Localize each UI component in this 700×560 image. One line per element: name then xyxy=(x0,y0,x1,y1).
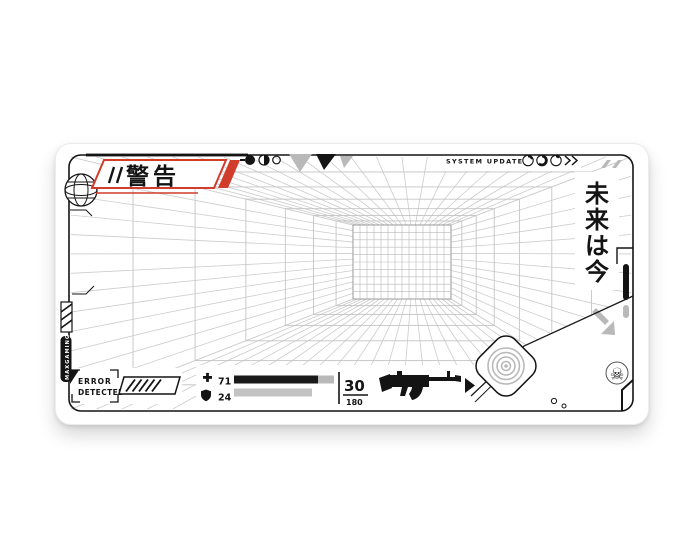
future-char: 来 xyxy=(585,206,610,234)
triangle-marker xyxy=(465,378,475,393)
error-line1: ERROR xyxy=(78,377,112,386)
frame xyxy=(68,153,634,412)
globe-icon xyxy=(64,173,98,217)
loading-bar xyxy=(117,376,182,395)
future-char: 未 xyxy=(585,180,609,208)
warning-banner: 警告 xyxy=(90,154,281,194)
brand-strip: MAXGAMING xyxy=(60,334,72,382)
left-decor: MAXGAMING xyxy=(60,285,95,382)
future-char: は xyxy=(585,232,609,260)
slash-decor xyxy=(601,160,611,168)
future-char: 今 xyxy=(585,258,609,286)
health-bar-tail xyxy=(318,375,334,384)
status-dot-filled xyxy=(245,155,255,165)
bracket-frame xyxy=(71,369,119,403)
error-block: ERROR DETECTED xyxy=(70,369,182,403)
ak47-icon xyxy=(379,371,461,400)
hud: 71 24 30 180 xyxy=(201,371,475,407)
hazard-stripes xyxy=(60,301,73,333)
chevron-right-icon xyxy=(571,155,579,166)
brand-vertical-label: MAXGAMING xyxy=(65,334,71,380)
grid-masks xyxy=(70,151,633,411)
health-bar xyxy=(234,375,318,384)
chevron-right-icon xyxy=(564,155,572,166)
skull-icon: ☠ xyxy=(605,361,629,385)
svg-text:☠: ☠ xyxy=(610,365,624,384)
dot-decor xyxy=(561,403,567,409)
plus-icon xyxy=(203,372,212,382)
ammo-current: 30 xyxy=(344,377,365,395)
gauge-dial-icon xyxy=(522,154,534,167)
slash-decor xyxy=(612,160,622,168)
gauge-dial-icon xyxy=(536,154,548,167)
armor-bar xyxy=(234,388,312,397)
dot-decor xyxy=(550,397,558,405)
ammo-reserve: 180 xyxy=(346,398,363,407)
status-dot-empty xyxy=(272,155,281,165)
bar-accent-black xyxy=(623,264,629,300)
warning-label: 警告 xyxy=(126,164,180,190)
gauge-dial-icon xyxy=(550,154,562,167)
bar-accent-gray xyxy=(623,305,629,318)
mousepad: 警告 SYSTEM UPDATE xyxy=(55,143,649,425)
system-status: SYSTEM UPDATE xyxy=(446,154,622,168)
bottom-right-decor: ☠ xyxy=(470,295,634,409)
mousepad-artwork: 警告 SYSTEM UPDATE xyxy=(60,151,634,412)
top-flag-decor xyxy=(289,154,353,172)
future-vertical-text: 未 来 は 今 xyxy=(585,180,610,286)
health-value: 71 xyxy=(218,377,231,388)
error-line2: DETECTED xyxy=(78,388,125,397)
armor-value: 24 xyxy=(218,393,232,404)
spiral-target-icon xyxy=(475,335,537,397)
shield-icon xyxy=(201,389,211,402)
system-update-label: SYSTEM UPDATE xyxy=(446,158,523,166)
